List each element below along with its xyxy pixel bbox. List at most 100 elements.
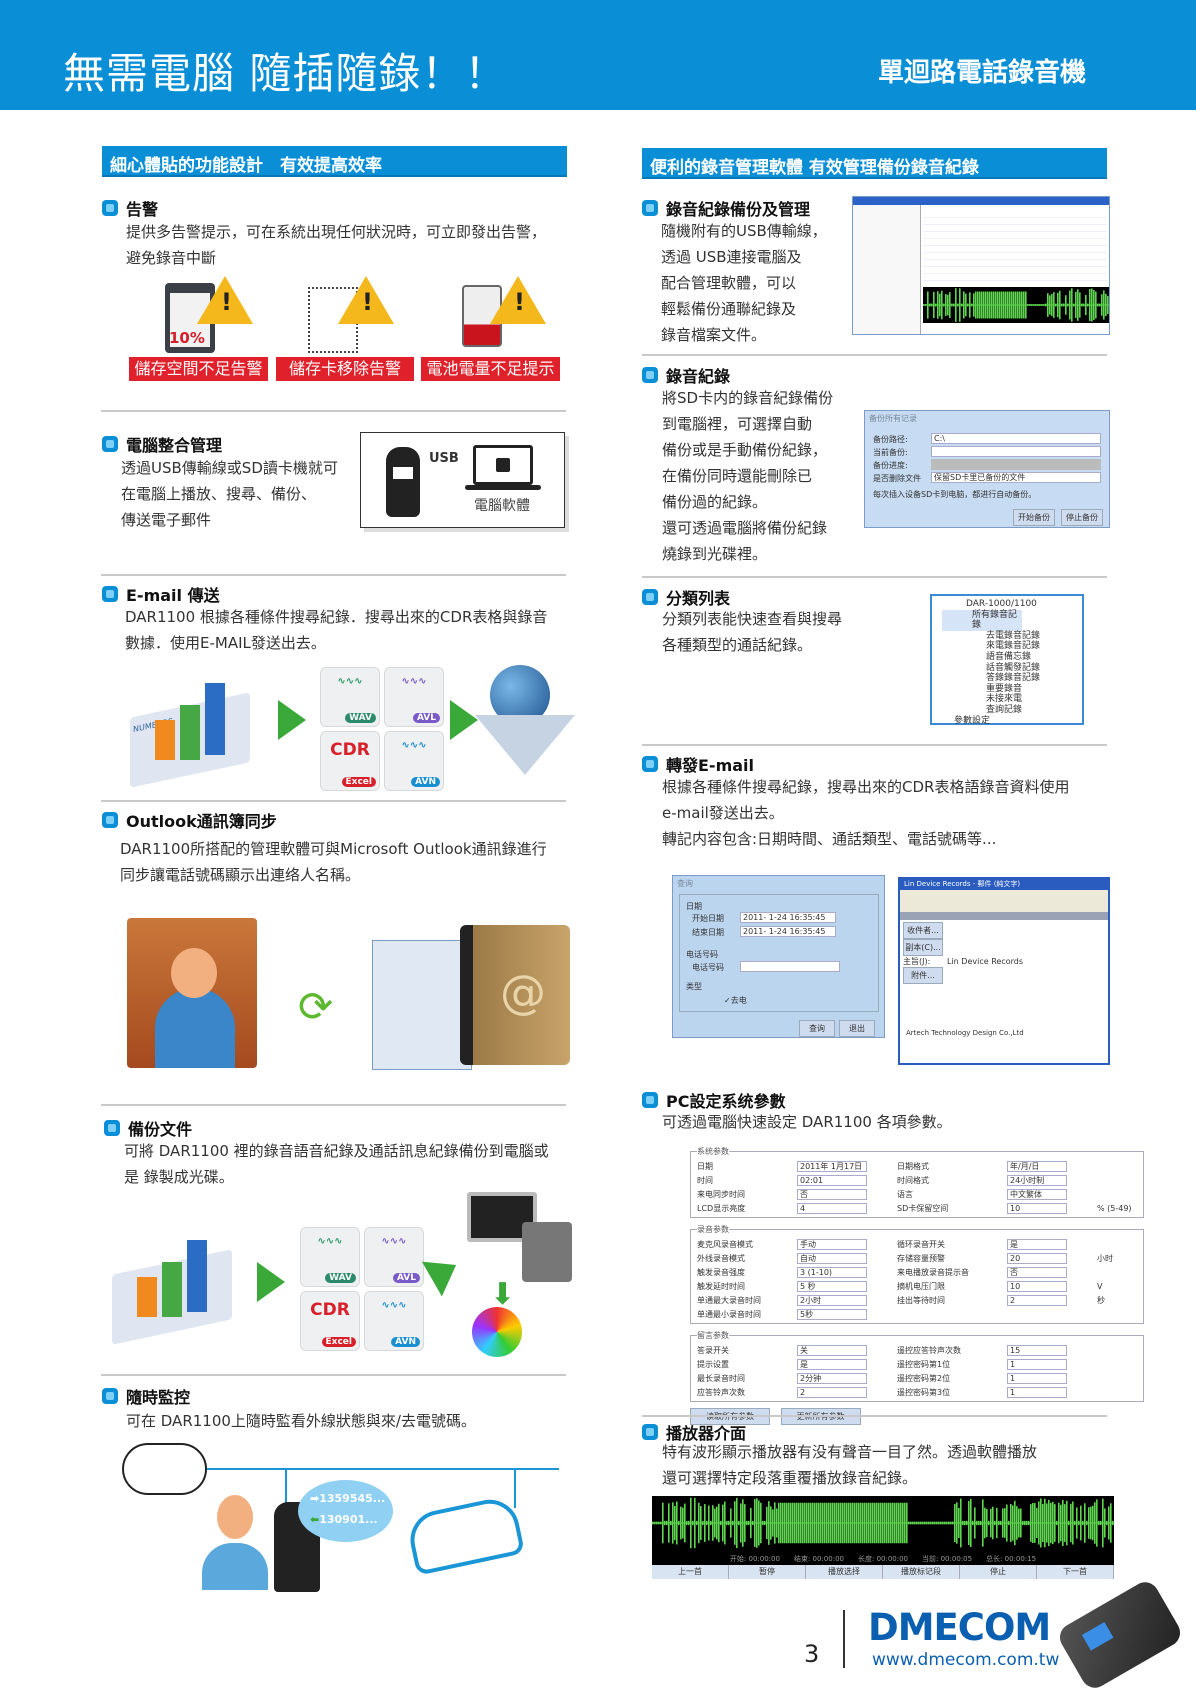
text-line: 到電腦裡，可選擇自動	[662, 415, 813, 433]
tree-item[interactable]: 查詢記錄	[986, 704, 1023, 715]
phone-input[interactable]	[740, 961, 840, 972]
tree-item[interactable]: 重要錄音	[986, 683, 1023, 694]
date-group-label: 日期	[686, 902, 702, 911]
text-line: 提供多告警提示，可在系統出現任何狀況時，可立即發出告警，	[126, 223, 547, 241]
attach-button[interactable]: 附件...	[903, 967, 943, 984]
param-label: 遥控密码第2位	[897, 1373, 951, 1383]
player-button[interactable]: 停止	[960, 1565, 1037, 1579]
param-label: 麦克风录音模式	[697, 1239, 753, 1249]
text-line: 還可選擇特定段落重覆播放錄音紀錄。	[662, 1469, 918, 1487]
exit-button[interactable]: 退出	[839, 1020, 875, 1037]
param-value[interactable]: 20	[1007, 1252, 1067, 1264]
param-value[interactable]: 2	[1007, 1294, 1067, 1306]
player-time: 总长: 00:00:15	[986, 1555, 1037, 1563]
param-value[interactable]: 15	[1007, 1344, 1067, 1356]
tree-item[interactable]: 語音備忘錄	[986, 651, 1032, 662]
param-value[interactable]: 手动	[797, 1238, 867, 1250]
text-line: 燒錄到光碟裡。	[662, 545, 768, 563]
param-value[interactable]: 是	[797, 1358, 867, 1370]
mail-window-title: Lin Device Records - 郵件 (純文字)	[900, 879, 1108, 890]
alarm-text: 提供多告警提示，可在系統出現任何狀況時，可立即發出告警，避免錄音中斷	[126, 219, 546, 271]
cc-button[interactable]: 副本(C)...	[903, 939, 943, 956]
waveform-thumbnail	[923, 287, 1109, 323]
param-value[interactable]: 5 秒	[797, 1280, 867, 1292]
tree-item[interactable]: 去電錄音記錄	[986, 630, 1041, 641]
header-bar	[0, 0, 1196, 110]
stop-backup-button[interactable]: 停止备份	[1061, 509, 1103, 526]
player-button[interactable]: 上一首	[652, 1565, 729, 1579]
search-button[interactable]: 查询	[799, 1020, 835, 1037]
param-value[interactable]: 中文繁体	[1007, 1188, 1067, 1200]
to-button[interactable]: 收件者...	[903, 922, 943, 939]
progress-bar	[931, 459, 1101, 470]
tree-item[interactable]: 話音觸發記錄	[986, 662, 1041, 673]
end-date-input[interactable]: 2011- 1-24 16:35:45	[740, 926, 836, 937]
player-button[interactable]: 播放选择	[806, 1565, 883, 1579]
text-line: e-mail發送出去。	[662, 804, 784, 822]
param-value[interactable]: 4	[797, 1202, 867, 1214]
param-value[interactable]: 是	[1007, 1238, 1067, 1250]
tree-item[interactable]: 答錄錄音記錄	[986, 673, 1041, 684]
auto-backup-checkbox[interactable]: 每次插入设备SD卡到电脑，都进行自动备份。	[873, 490, 1037, 499]
player-button[interactable]: 暂停	[729, 1565, 806, 1579]
text-line: 錄音檔案文件。	[661, 326, 767, 344]
param-value[interactable]: 2011年 1月17日	[797, 1160, 867, 1172]
param-label: 时间	[697, 1175, 713, 1185]
delete-select[interactable]: 保留SD卡里已备份的文件	[931, 472, 1101, 483]
subject-input[interactable]: Lin Device Records	[947, 957, 1024, 966]
tree-item-settings[interactable]: 參數設定	[954, 715, 991, 726]
tree-item-all[interactable]: 所有錄音記錄	[942, 609, 1022, 631]
param-label: 日期格式	[897, 1161, 929, 1171]
param-value[interactable]: 否	[797, 1188, 867, 1200]
product-subtitle: 單迴路電話錄音機	[878, 58, 1087, 88]
tree-item[interactable]: 未接來電	[986, 694, 1023, 705]
bullet-icon	[102, 436, 118, 452]
text-line: 透過USB傳輸線或SD讀卡機就可	[121, 459, 338, 477]
bullet-icon	[102, 586, 118, 602]
param-value[interactable]: 10	[1007, 1202, 1067, 1214]
param-value[interactable]: 1	[1007, 1358, 1067, 1370]
param-value[interactable]: 5秒	[797, 1308, 867, 1320]
param-value[interactable]: 1	[1007, 1386, 1067, 1398]
divider	[642, 744, 1107, 746]
param-label: LCD显示亮度	[697, 1203, 746, 1213]
param-label: 遥控密码第1位	[897, 1359, 951, 1369]
param-value[interactable]: 关	[797, 1344, 867, 1356]
param-value[interactable]: 10	[1007, 1280, 1067, 1292]
param-value[interactable]: 自动	[797, 1252, 867, 1264]
end-date-label: 结束日期	[692, 928, 724, 937]
backup-text: 可將 DAR1100 裡的錄音語音紀錄及通話訊息紀錄備份到電腦或是 錄製成光碟。	[124, 1138, 549, 1190]
player-button[interactable]: 播放标记段	[883, 1565, 960, 1579]
telephone-icon	[404, 1494, 526, 1576]
param-value[interactable]: 1	[1007, 1372, 1067, 1384]
start-date-input[interactable]: 2011- 1-24 16:35:45	[740, 912, 836, 923]
start-backup-button[interactable]: 开始备份	[1013, 509, 1055, 526]
tree-item[interactable]: 來電錄音記錄	[986, 641, 1041, 652]
start-date-label: 开始日期	[692, 914, 724, 923]
param-group-title: 录音参数	[697, 1225, 729, 1234]
type-checkbox-outgoing[interactable]: 去电	[730, 996, 747, 1005]
backup-dialog-screenshot: 备份所有记录 备份路径: 当前备份: 备份进度: 是否删除文件 C:\ 保留SD…	[864, 410, 1110, 528]
player-heading: 播放器介面	[642, 1420, 746, 1444]
bullet-icon	[642, 1092, 658, 1108]
path-input[interactable]: C:\	[931, 433, 1101, 444]
website-link[interactable]: www.dmecom.com.tw	[872, 1650, 1060, 1670]
param-value[interactable]: 年/月/日	[1007, 1160, 1067, 1172]
text-line: 將SD卡内的錄音紀錄備份	[662, 389, 834, 407]
cloud-icon	[122, 1443, 207, 1495]
param-value[interactable]: 否	[1007, 1266, 1067, 1278]
tree-root[interactable]: DAR-1000/1100	[966, 599, 1037, 609]
param-value[interactable]: 2分钟	[797, 1372, 867, 1384]
heading-label: 錄音紀錄備份及管理	[666, 200, 811, 219]
player-button[interactable]: 下一首	[1037, 1565, 1114, 1579]
param-value[interactable]: 24小时制	[1007, 1174, 1067, 1186]
recorder-device-icon	[386, 447, 420, 517]
param-value[interactable]: 3 (1-10)	[797, 1266, 867, 1278]
param-value[interactable]: 2小时	[797, 1294, 867, 1306]
param-value[interactable]: 2	[797, 1386, 867, 1398]
param-value[interactable]: 02:01	[797, 1174, 867, 1186]
